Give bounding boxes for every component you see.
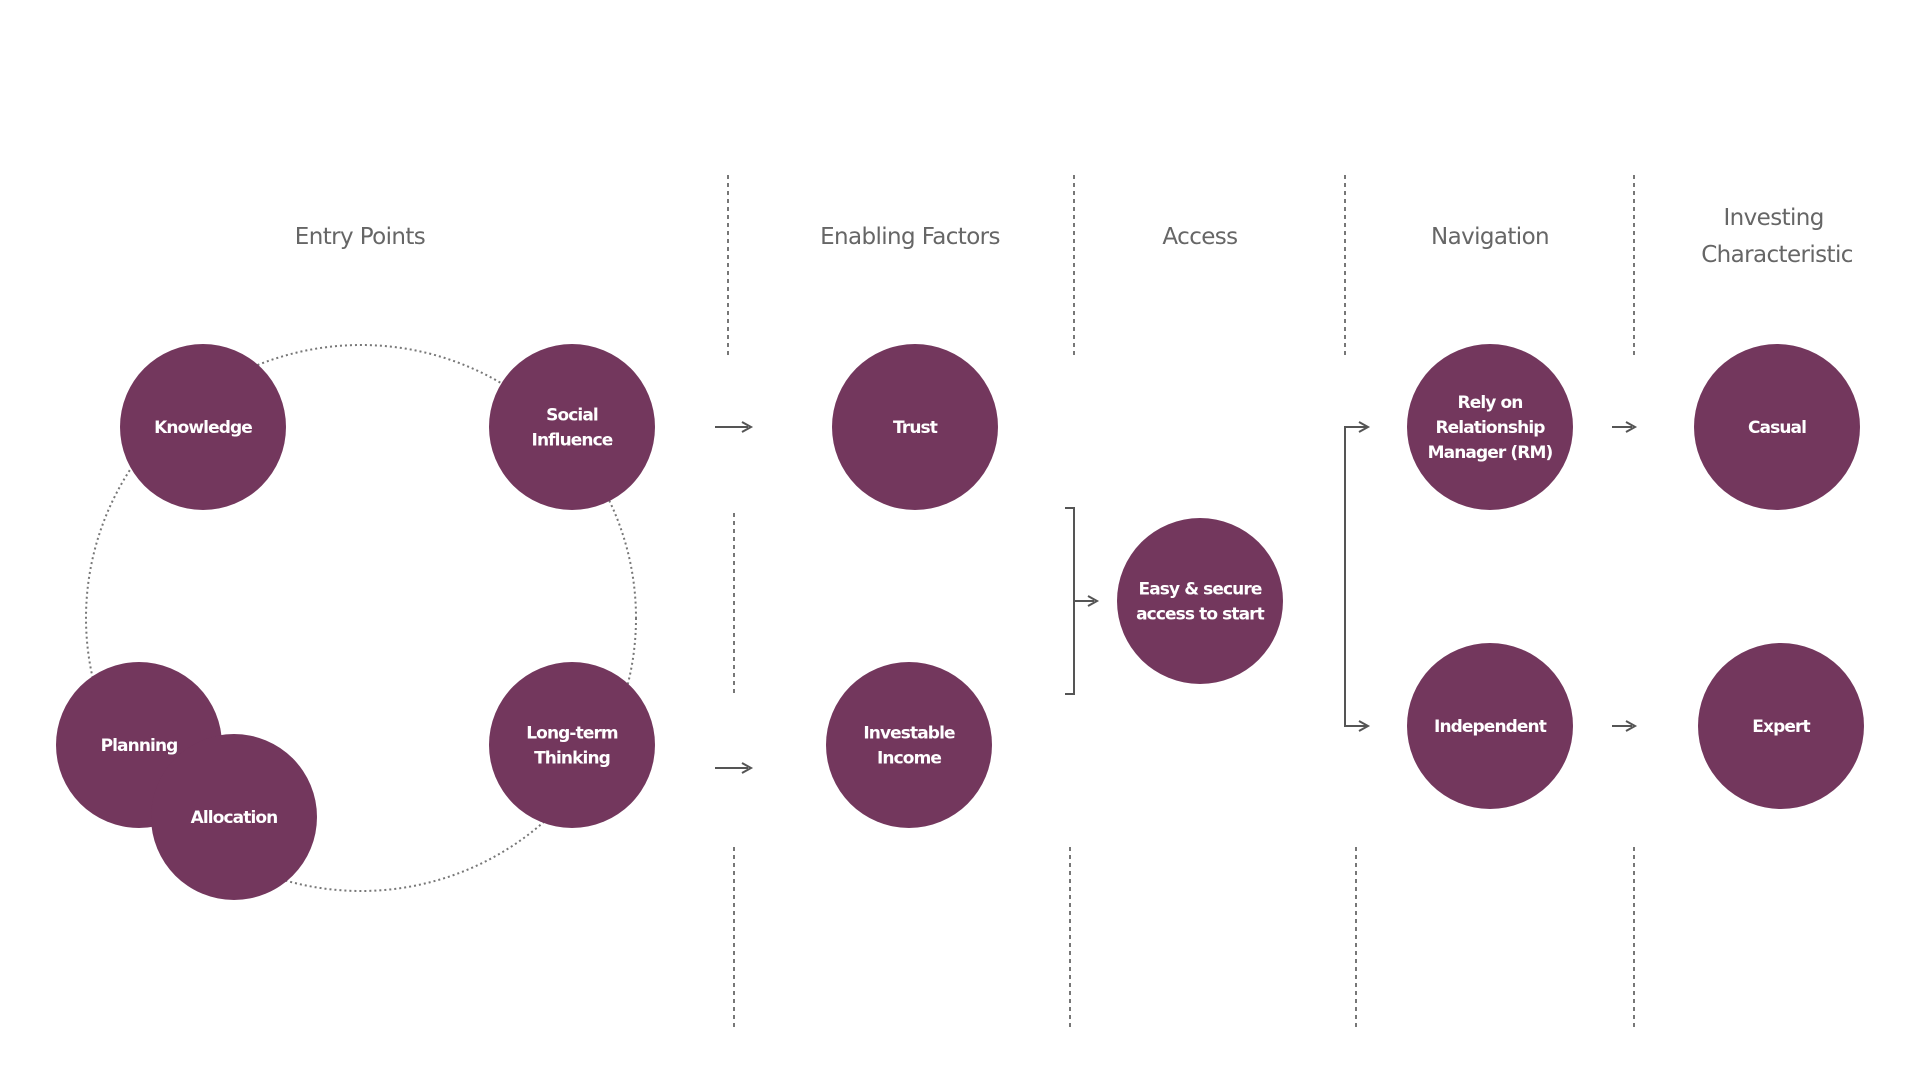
node-circle: [151, 734, 317, 900]
header-investing-characteristic-line-1: Investing: [1723, 205, 1823, 231]
connectors: [715, 421, 1638, 774]
node-expert: Expert: [1698, 643, 1864, 809]
node-label-line: access to start: [1136, 605, 1265, 625]
node-circle: [1698, 643, 1864, 809]
node-label-line: Knowledge: [154, 418, 252, 438]
arrowhead-rm-to-casual: [1625, 421, 1638, 433]
node-circle: [826, 662, 992, 828]
node-label-line: Income: [877, 749, 941, 769]
node-label-line: Planning: [101, 736, 178, 756]
node-label-line: Social: [546, 406, 598, 426]
node-label-line: Long-term: [526, 724, 618, 744]
node-circle: [489, 344, 655, 510]
node-label-line: Thinking: [534, 749, 610, 769]
arrowhead-to-independent: [1358, 720, 1371, 732]
header-navigation: Navigation: [1431, 224, 1549, 250]
node-label-line: Trust: [893, 418, 938, 438]
node-label-line: Expert: [1752, 717, 1810, 737]
header-investing-characteristic-line-2: Characteristic: [1701, 242, 1853, 268]
node-circle: [489, 662, 655, 828]
arrowhead-social-to-trust: [741, 421, 754, 433]
arrowhead-to-rm: [1358, 421, 1371, 433]
node-circle: [1407, 344, 1573, 510]
node-circle: [832, 344, 998, 510]
node-circle: [1694, 344, 1860, 510]
node-trust: Trust: [832, 344, 998, 510]
node-circle: [1117, 518, 1283, 684]
entry-points-ring: [85, 344, 637, 892]
node-knowledge: Knowledge: [120, 344, 286, 510]
node-label-line: Investable: [863, 724, 955, 744]
node-label: Casual: [1748, 418, 1806, 438]
header-entry-points: Entry Points: [295, 224, 425, 250]
bracket-enabling-to-access: [1065, 507, 1075, 695]
header-enabling-factors: Enabling Factors: [820, 224, 1000, 250]
node-easy-secure-access: Easy & secure access to start: [1117, 518, 1283, 684]
node-circle: [1407, 643, 1573, 809]
node-label-line: Relationship: [1435, 418, 1545, 438]
node-label-line: Manager (RM): [1428, 443, 1553, 463]
branch-access-to-navigation: [1344, 426, 1366, 727]
node-label: Easy & secure access to start: [1136, 580, 1265, 625]
node-casual: Casual: [1694, 344, 1860, 510]
node-label-line: Easy & secure: [1139, 580, 1262, 600]
header-investing-characteristic: Investing Characteristic: [1701, 205, 1853, 268]
node-circle: [120, 344, 286, 510]
header-access: Access: [1162, 224, 1237, 250]
arrowhead-longterm-to-income: [741, 762, 754, 774]
arrowhead-bracket-to-access: [1087, 595, 1100, 607]
node-label-line: Independent: [1434, 717, 1547, 737]
node-label: Planning: [101, 736, 178, 756]
node-label: Expert: [1752, 717, 1810, 737]
node-label: Independent: [1434, 717, 1547, 737]
node-label: Trust: [893, 418, 938, 438]
node-label-line: Casual: [1748, 418, 1806, 438]
node-label-line: Allocation: [191, 808, 278, 828]
node-label-line: Rely on: [1458, 393, 1523, 413]
node-independent: Independent: [1407, 643, 1573, 809]
node-allocation: Allocation: [151, 734, 317, 900]
node-label: Knowledge: [154, 418, 252, 438]
column-separators: [727, 175, 1635, 1027]
arrowhead-independent-to-expert: [1625, 720, 1638, 732]
node-label-line: Influence: [532, 431, 613, 451]
node-label: Allocation: [191, 808, 278, 828]
